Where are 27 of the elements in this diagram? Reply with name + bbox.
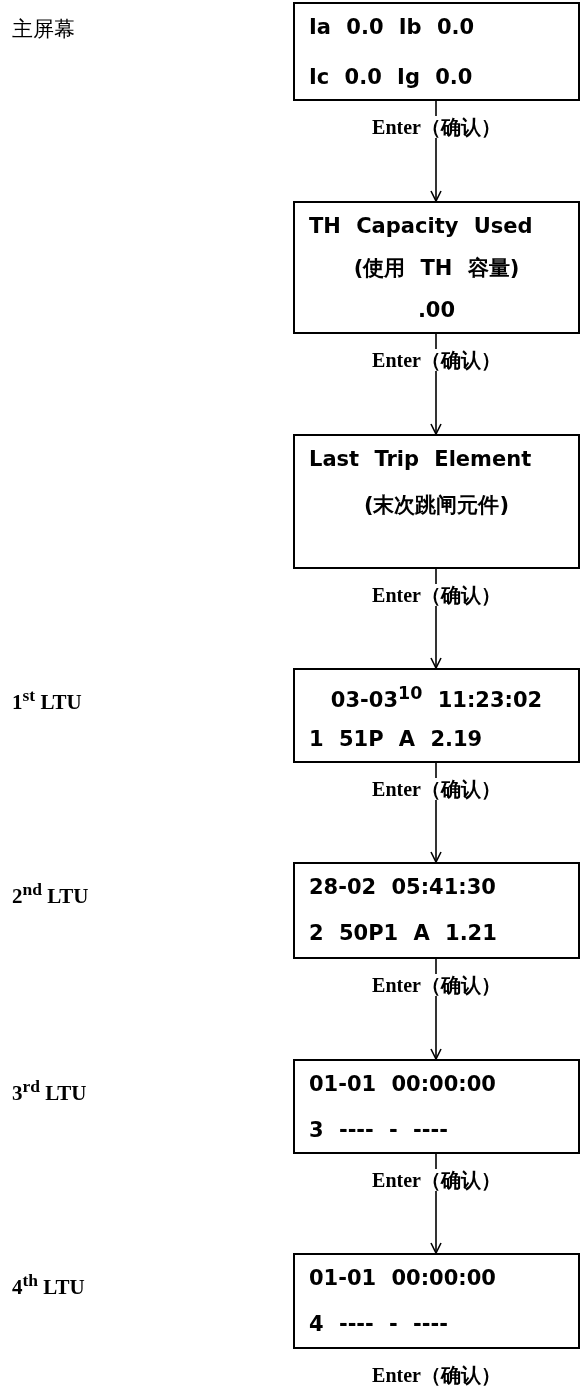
screen-text: 4 ---- - ---- — [309, 1311, 448, 1337]
screen-text: (末次跳闸元件) — [362, 492, 511, 518]
row-caption: 4$^{th}$ LTU — [12, 1269, 85, 1300]
screen-text: Last Trip Element — [309, 446, 532, 472]
lcd-screen — [293, 2, 580, 101]
lcd-screen — [293, 201, 580, 334]
row-caption: 主屏幕 — [12, 16, 75, 42]
screen-text: 01-01 00:00:00 — [309, 1071, 496, 1097]
row-caption: 2$^{nd}$ LTU — [12, 878, 89, 909]
lcd-screen — [293, 862, 580, 959]
lcd-screen — [293, 1253, 580, 1349]
screen-text: 3 ---- - ---- — [309, 1117, 448, 1143]
screen-text: 28-02 05:41:30 — [309, 874, 496, 900]
screen-text: .00 — [416, 297, 457, 323]
lcd-screen — [293, 668, 580, 763]
row-caption: 1$^{st}$ LTU — [12, 684, 82, 715]
lcd-screen — [293, 1059, 580, 1154]
screen-text: 01-01 00:00:00 — [309, 1265, 496, 1291]
screen-text: (使用 TH 容量) — [352, 255, 521, 281]
screen-text: 1 51P A 2.19 — [309, 726, 483, 752]
row-caption: 3$^{rd}$ LTU — [12, 1075, 87, 1106]
screen-text: 03-03$^{10}$ 11:23:02 — [329, 682, 544, 713]
screen-text: TH Capacity Used — [309, 213, 533, 239]
screen-text: 2 50P1 A 1.21 — [309, 920, 497, 946]
screen-text: Ia 0.0 Ib 0.0 — [309, 14, 475, 40]
screen-text: Ic 0.0 Ig 0.0 — [309, 64, 473, 90]
lcd-screen — [293, 434, 580, 569]
